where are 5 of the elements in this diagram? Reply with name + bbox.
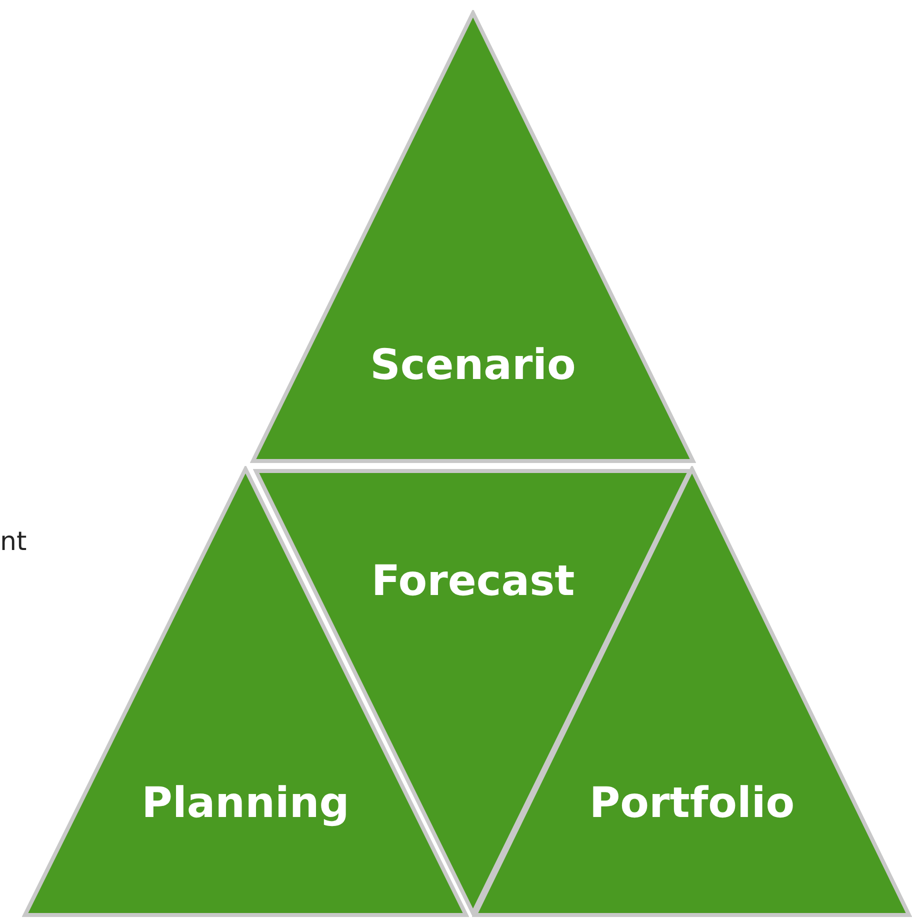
segment-label: Portfolio xyxy=(589,778,795,827)
segment-label: Planning xyxy=(142,778,350,827)
segment-label: Scenario xyxy=(370,340,576,389)
segment-label: Forecast xyxy=(371,556,575,605)
text-fragment: nt xyxy=(0,527,27,557)
